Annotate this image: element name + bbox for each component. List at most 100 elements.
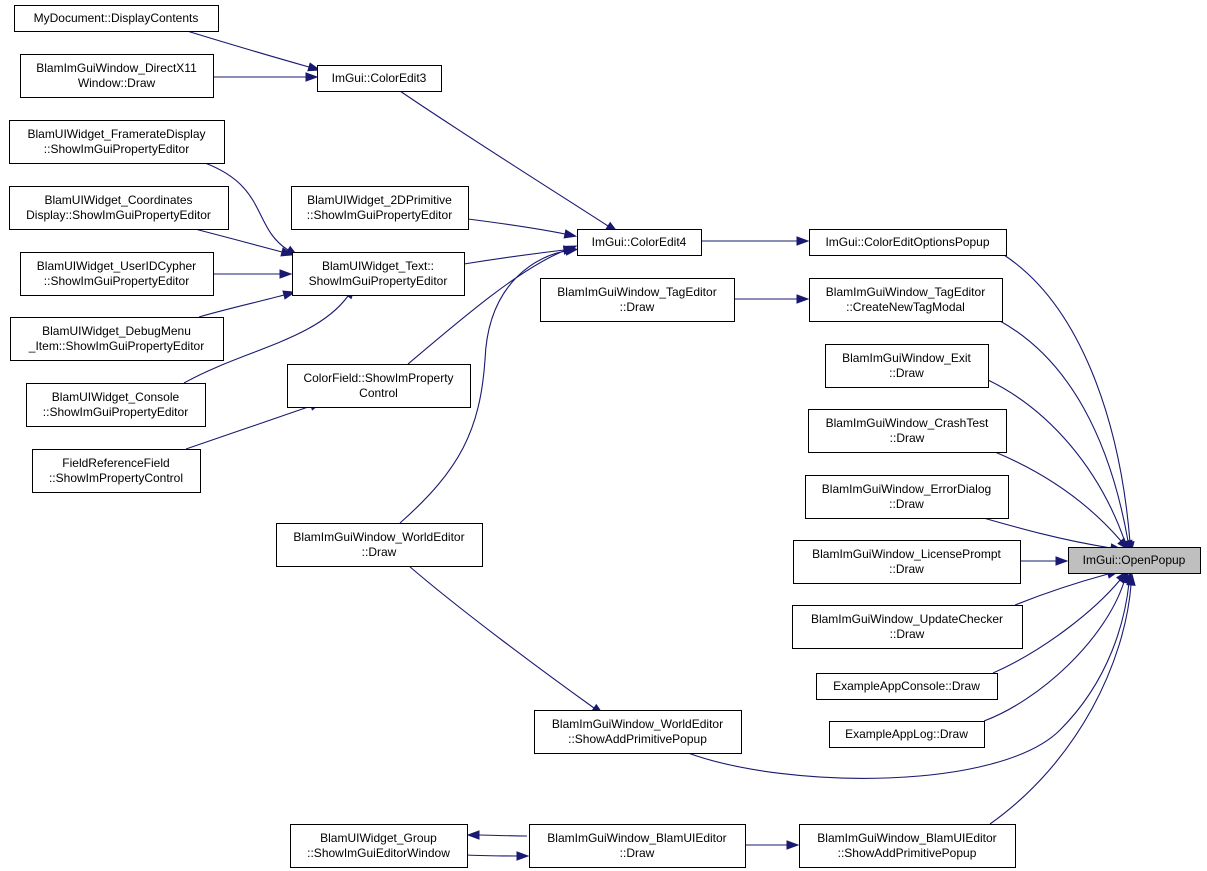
graph-node[interactable]: BlamUIWidget_Text::ShowImGuiPropertyEdit… bbox=[292, 252, 465, 296]
edge-Prim2D-to-ColorEdit4 bbox=[467, 218, 578, 239]
edge-DX11Draw-to-ColorEdit3 bbox=[212, 72, 319, 82]
graph-node[interactable]: BlamUIWidget_UserIDCypher::ShowImGuiProp… bbox=[20, 252, 214, 296]
node-box bbox=[9, 120, 225, 164]
node-label: ImGui::ColorEdit3 bbox=[332, 71, 427, 85]
node-label: BlamImGuiWindow_BlamUIEditor bbox=[547, 831, 726, 845]
node-box bbox=[20, 252, 214, 296]
node-box bbox=[792, 605, 1023, 649]
node-label: _Item::ShowImGuiPropertyEditor bbox=[28, 339, 204, 353]
node-box bbox=[20, 54, 214, 98]
edge-line bbox=[999, 320, 1129, 542]
edge-line bbox=[407, 249, 567, 365]
node-box bbox=[540, 278, 735, 322]
graph-node[interactable]: BlamImGuiWindow_CrashTest::Draw bbox=[808, 409, 1007, 453]
node-label: BlamImGuiWindow_CrashTest bbox=[826, 416, 989, 430]
node-label: ::ShowImGuiPropertyEditor bbox=[44, 142, 189, 156]
arrowhead bbox=[516, 851, 530, 861]
node-label: ColorField::ShowImProperty bbox=[303, 371, 453, 385]
node-box bbox=[291, 186, 469, 230]
arrowhead bbox=[563, 229, 578, 239]
graph-node[interactable]: BlamUIWidget_Group::ShowImGuiEditorWindo… bbox=[290, 824, 468, 868]
node-box bbox=[290, 824, 468, 868]
edge-line bbox=[994, 451, 1122, 542]
graph-node[interactable]: BlamUIWidget_2DPrimitive::ShowImGuiPrope… bbox=[291, 186, 469, 230]
node-box bbox=[809, 278, 1003, 322]
graph-node[interactable]: ImGui::ColorEdit3 bbox=[317, 65, 442, 92]
edge-line bbox=[463, 249, 565, 265]
graph-node[interactable]: BlamImGuiWindow_BlamUIEditor::Draw bbox=[529, 824, 746, 868]
graph-node[interactable]: BlamImGuiWindow_BlamUIEditor::ShowAddPri… bbox=[799, 824, 1016, 868]
node-box bbox=[32, 449, 201, 493]
node-box bbox=[809, 229, 1007, 256]
edge-line bbox=[186, 30, 310, 68]
node-box bbox=[825, 344, 989, 388]
graph-node[interactable]: BlamImGuiWindow_ErrorDialog::Draw bbox=[805, 475, 1009, 519]
graph-node[interactable]: BlamImGuiWindow_Exit::Draw bbox=[825, 344, 989, 388]
arrowhead bbox=[307, 62, 322, 72]
node-box bbox=[9, 186, 229, 230]
node-label: BlamUIWidget_FramerateDisplay bbox=[27, 127, 205, 141]
arrowhead bbox=[305, 72, 319, 82]
edge-line bbox=[185, 405, 312, 450]
arrowhead bbox=[1126, 572, 1136, 586]
node-box bbox=[276, 523, 483, 567]
edge-line bbox=[183, 295, 349, 384]
graph-node[interactable]: BlamUIWidget_FramerateDisplay::ShowImGui… bbox=[9, 120, 225, 164]
node-label: ::ShowAddPrimitivePopup bbox=[568, 732, 707, 746]
edge-line bbox=[983, 581, 1125, 722]
node-box bbox=[292, 252, 465, 296]
node-label: BlamImGuiWindow_WorldEditor bbox=[293, 530, 464, 544]
node-box bbox=[14, 5, 219, 32]
graph-node[interactable]: BlamImGuiWindow_TagEditor::Draw bbox=[540, 278, 735, 322]
edge-line bbox=[467, 218, 566, 235]
graph-node[interactable]: MyDocument::DisplayContents bbox=[14, 5, 219, 32]
node-box bbox=[534, 710, 742, 754]
graph-node[interactable]: BlamImGuiWindow_WorldEditor::Draw bbox=[276, 523, 483, 567]
graph-node[interactable]: ImGui::ColorEdit4 bbox=[577, 229, 702, 256]
graph-node[interactable]: BlamImGuiWindow_LicensePrompt::Draw bbox=[793, 540, 1021, 584]
arrowhead bbox=[796, 294, 810, 304]
node-box bbox=[799, 824, 1016, 868]
graph-node[interactable]: FieldReferenceField::ShowImPropertyContr… bbox=[32, 449, 201, 493]
graph-node[interactable]: BlamImGuiWindow_WorldEditor::ShowAddPrim… bbox=[534, 710, 742, 754]
graph-node[interactable]: BlamUIWidget_Console::ShowImGuiPropertyE… bbox=[26, 383, 206, 427]
edge-TagEditorDraw-to-CreateNewTagModal bbox=[734, 294, 810, 304]
graph-node[interactable]: BlamImGuiWindow_TagEditor::CreateNewTagM… bbox=[809, 278, 1003, 322]
graph-node[interactable]: BlamImGuiWindow_UpdateChecker::Draw bbox=[792, 605, 1023, 649]
node-label: ::ShowImGuiPropertyEditor bbox=[43, 405, 188, 419]
node-box bbox=[577, 229, 702, 256]
edge-CrashTestDraw-to-OpenPopup bbox=[994, 451, 1130, 551]
edge-line bbox=[194, 228, 283, 253]
node-label: ::Draw bbox=[890, 431, 925, 445]
node-label: ::ShowImPropertyControl bbox=[49, 471, 183, 485]
arrowhead bbox=[282, 290, 297, 300]
node-box bbox=[317, 65, 442, 92]
edge-line bbox=[399, 250, 567, 524]
edge-WorldEditorDraw-to-ColorEdit4 bbox=[399, 246, 579, 524]
arrowhead bbox=[1117, 537, 1130, 551]
edge-line bbox=[979, 516, 1112, 549]
node-box bbox=[26, 383, 206, 427]
node-box bbox=[816, 673, 998, 700]
node-label: Control bbox=[359, 386, 398, 400]
graph-node[interactable]: ExampleAppLog::Draw bbox=[829, 721, 985, 748]
graph-node[interactable]: ColorField::ShowImPropertyControl bbox=[287, 364, 471, 408]
node-label: ::ShowImGuiEditorWindow bbox=[307, 846, 450, 860]
node-label: Window::Draw bbox=[78, 76, 156, 90]
focus-node[interactable]: ImGui::OpenPopup bbox=[1068, 547, 1201, 574]
graph-node[interactable]: BlamUIWidget_DebugMenu_Item::ShowImGuiPr… bbox=[10, 317, 224, 361]
graph-node[interactable]: ExampleAppConsole::Draw bbox=[816, 673, 998, 700]
node-label: BlamImGuiWindow_LicensePrompt bbox=[812, 547, 1001, 561]
node-box bbox=[793, 540, 1021, 584]
node-label: ::CreateNewTagModal bbox=[846, 300, 965, 314]
node-label: ImGui::ColorEditOptionsPopup bbox=[825, 235, 989, 249]
graph-node[interactable]: ImGui::ColorEditOptionsPopup bbox=[809, 229, 1007, 256]
edge-GroupWidget-to-UIEditorDraw bbox=[466, 851, 530, 861]
node-label: BlamImGuiWindow_UpdateChecker bbox=[811, 612, 1003, 626]
node-label: ShowImGuiPropertyEditor bbox=[309, 274, 448, 288]
graph-node[interactable]: BlamUIWidget_CoordinatesDisplay::ShowImG… bbox=[9, 186, 229, 230]
node-label: ::Draw bbox=[620, 300, 655, 314]
edge-ColorEditOptionsPopup-to-OpenPopup bbox=[1003, 254, 1135, 555]
